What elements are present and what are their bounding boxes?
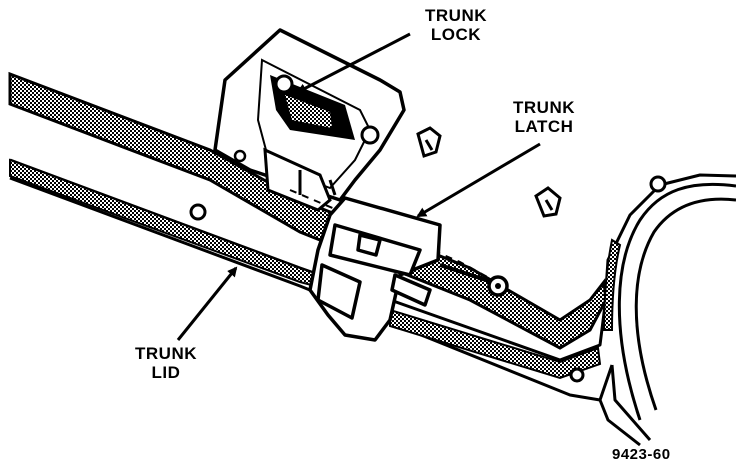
retaining-clip-1 — [416, 126, 442, 158]
trunk-lock-leader — [296, 32, 411, 94]
trunk-lock-label-line1: TRUNK — [425, 6, 487, 25]
trunk-lid-leader — [176, 266, 238, 341]
trunk-lock-cylinder — [233, 74, 380, 212]
trunk-lid-label-line2: LID — [151, 363, 181, 382]
trunk-lid-label: TRUNK LID — [122, 344, 210, 382]
release-cable — [617, 182, 736, 421]
trunk-lock-label-line2: LOCK — [430, 25, 482, 44]
trunk-latch-label-line1: TRUNK — [513, 98, 575, 117]
trunk-latch-leader — [416, 142, 541, 218]
trunk-lid-label-line1: TRUNK — [135, 344, 197, 363]
trunk-latch-assembly — [308, 196, 442, 342]
latch-bolt — [439, 263, 509, 297]
alignment-line — [289, 189, 501, 285]
lid-bumper — [569, 367, 585, 383]
lock-plate-inner — [256, 58, 372, 190]
trunk-latch-label-line2: LATCH — [514, 117, 574, 136]
trunk-latch-label: TRUNK LATCH — [496, 98, 592, 136]
retaining-clip-2 — [534, 186, 562, 218]
figure-number: 9423-60 — [612, 446, 671, 463]
cable-clip — [649, 175, 667, 193]
trunk-lock-label: TRUNK LOCK — [408, 6, 504, 44]
lid-fastener — [189, 203, 207, 221]
cable-seal — [602, 238, 622, 331]
lid-flange-right — [389, 308, 602, 380]
